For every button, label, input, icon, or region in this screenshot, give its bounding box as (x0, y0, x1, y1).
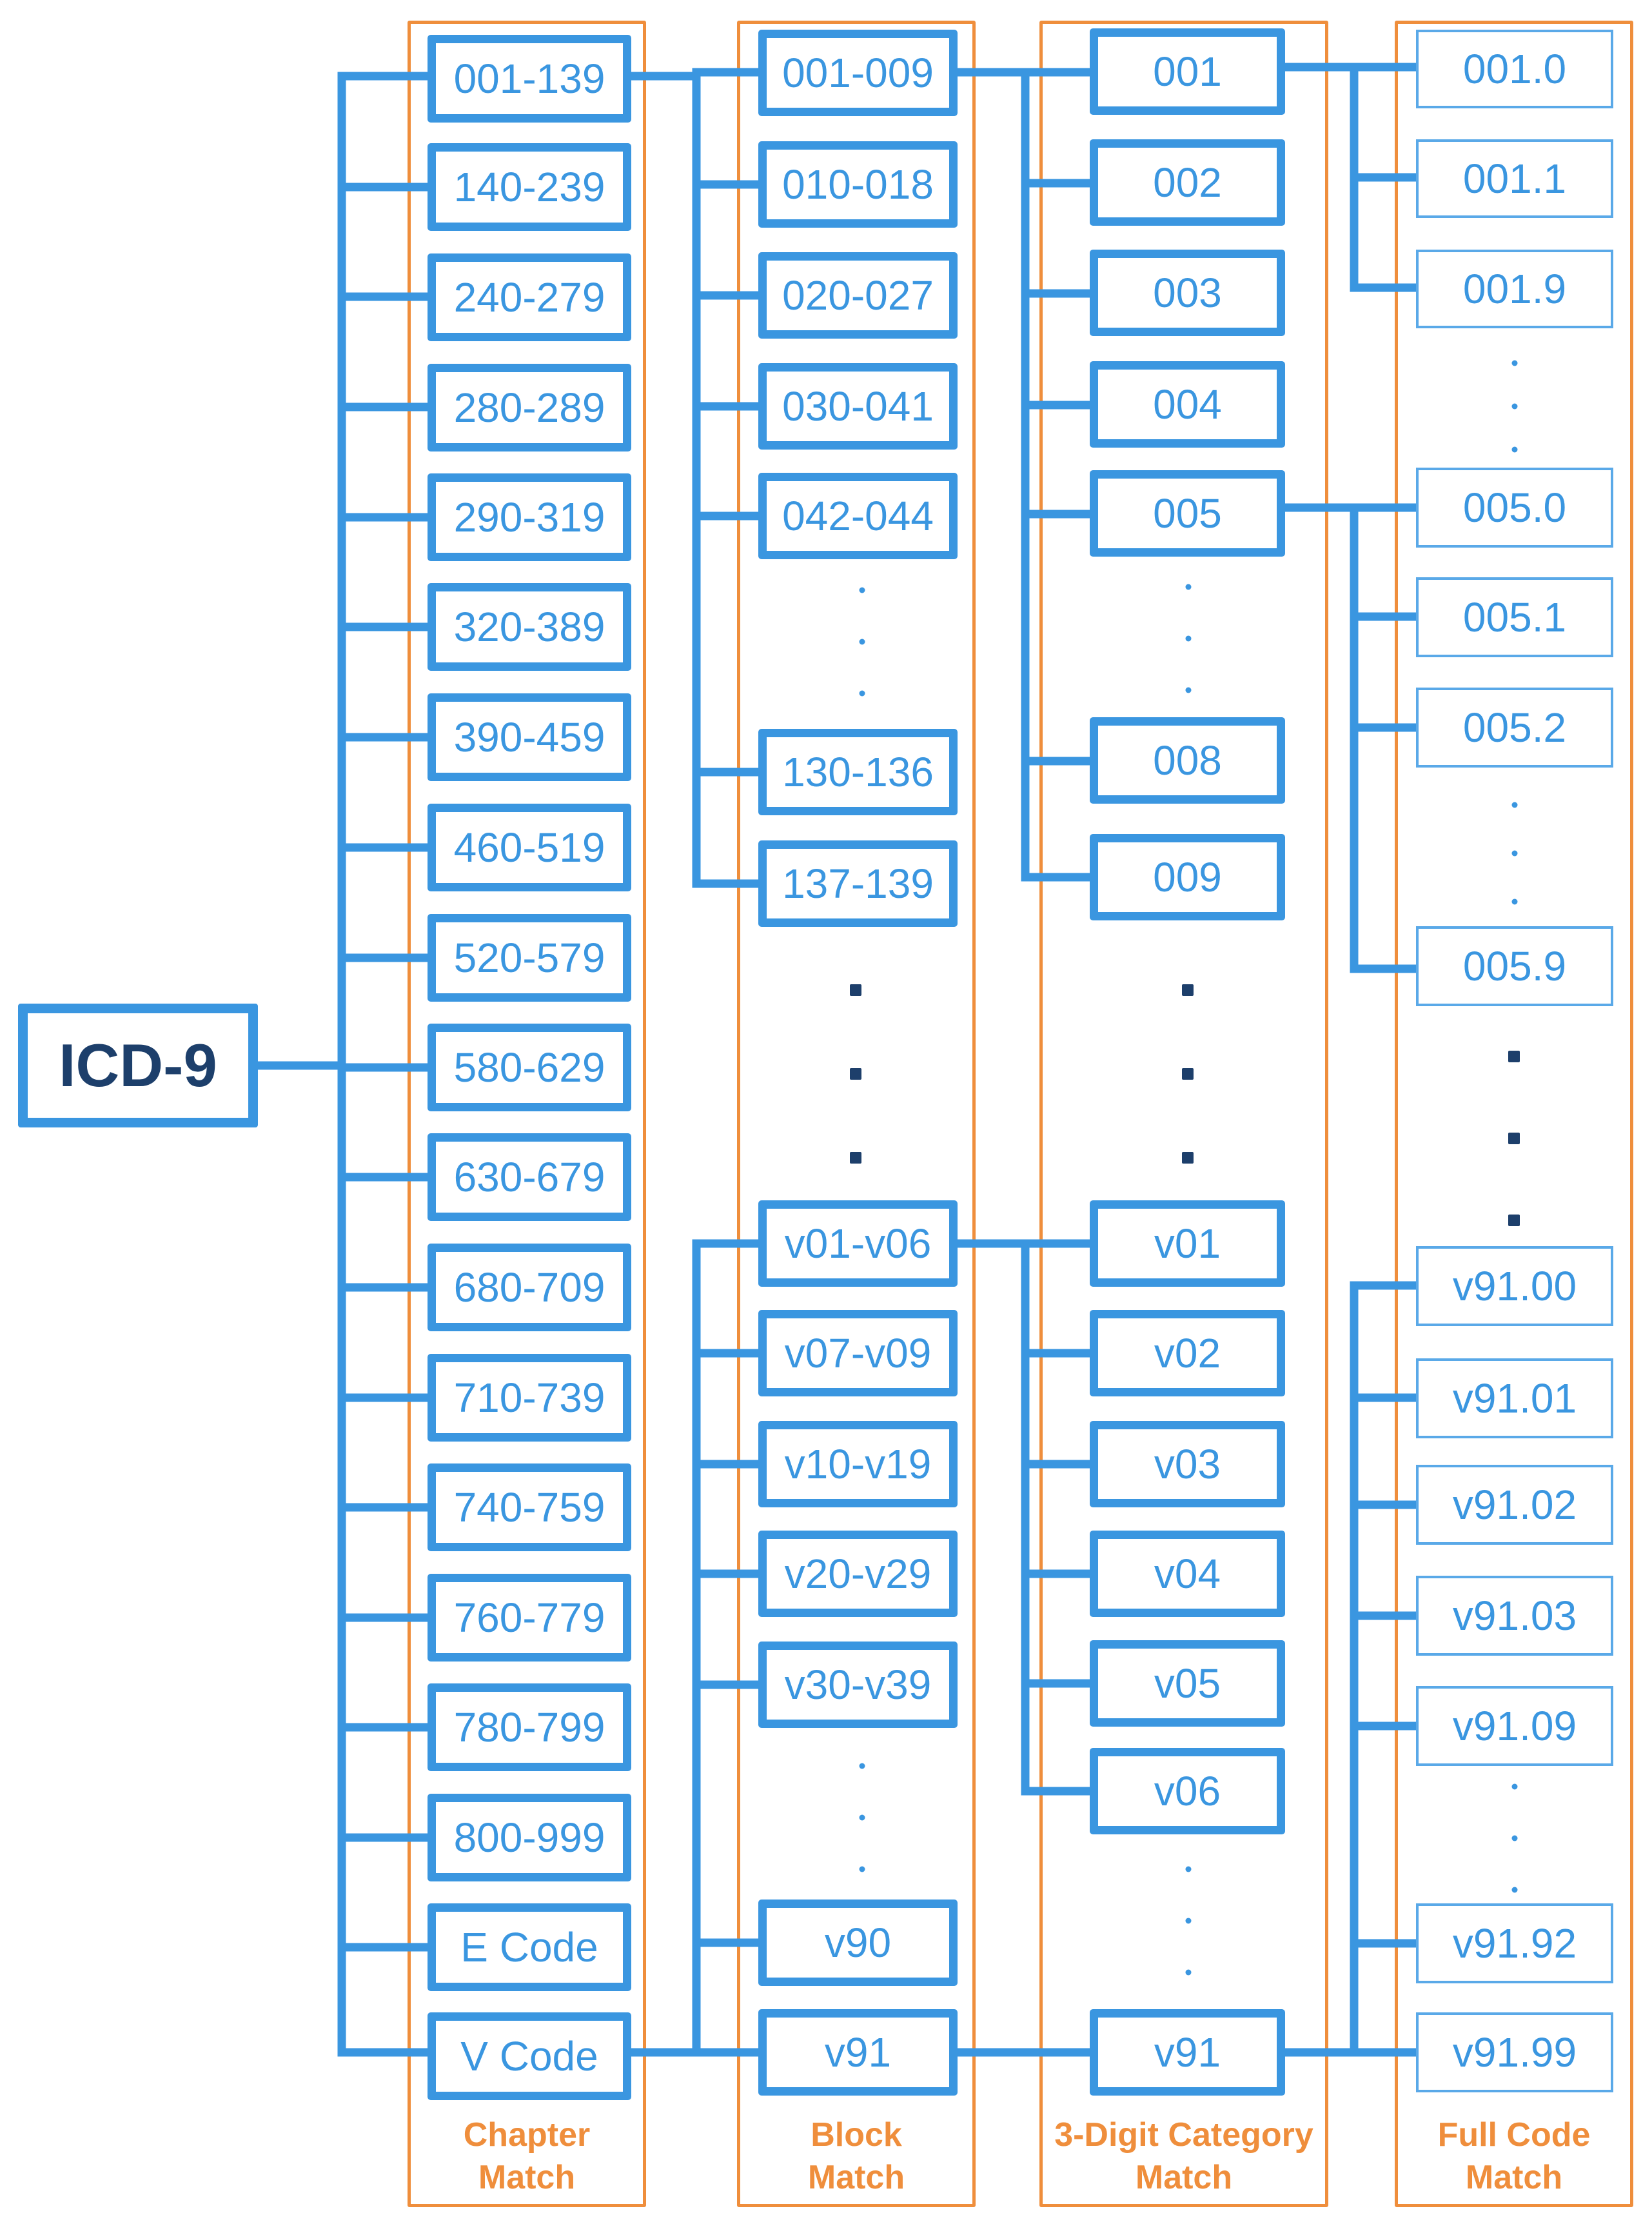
chapter-node: 390-459 (428, 693, 631, 781)
chapter-node: 240-279 (428, 253, 631, 341)
block-node: 020-027 (758, 252, 958, 339)
chapter-node: 710-739 (428, 1354, 631, 1442)
full-code-match-column: Full Code Match (1395, 21, 1633, 2207)
full-code-node: 005.2 (1416, 688, 1613, 768)
block-node: 001-009 (758, 30, 958, 116)
chapter-node: 680-709 (428, 1244, 631, 1331)
category-match-column: 3-Digit Category Match (1039, 21, 1328, 2207)
chapter-node: V Code (428, 2012, 631, 2100)
category-node: v06 (1090, 1748, 1285, 1834)
chapter-node: 780-799 (428, 1683, 631, 1771)
chapter-match-column: Chapter Match (408, 21, 646, 2207)
category-node: 004 (1090, 361, 1285, 448)
full-code-node: v91.92 (1416, 1903, 1613, 1983)
category-node: 001 (1090, 28, 1285, 115)
chapter-node: 140-239 (428, 143, 631, 231)
category-node: 008 (1090, 717, 1285, 804)
block-node: 030-041 (758, 363, 958, 450)
block-node: v10-v19 (758, 1421, 958, 1507)
block-node: 130-136 (758, 729, 958, 815)
full-code-node: 001.1 (1416, 139, 1613, 218)
chapter-node: 740-759 (428, 1463, 631, 1551)
chapter-node: 520-579 (428, 914, 631, 1002)
block-node: v90 (758, 1900, 958, 1986)
full-code-node: 005.0 (1416, 468, 1613, 548)
category-node: v02 (1090, 1310, 1285, 1396)
chapter-match-label: Chapter Match (463, 2116, 591, 2196)
chapter-node: E Code (428, 1903, 631, 1991)
full-code-node: v91.02 (1416, 1465, 1613, 1545)
block-match-column: Block Match (737, 21, 976, 2207)
block-node: v20-v29 (758, 1531, 958, 1617)
block-node: 010-018 (758, 141, 958, 228)
category-node: 003 (1090, 250, 1285, 336)
full-code-match-label: Full Code Match (1437, 2116, 1591, 2196)
chapter-node: 460-519 (428, 804, 631, 891)
full-code-node: v91.03 (1416, 1576, 1613, 1656)
block-node: v01-v06 (758, 1200, 958, 1287)
full-code-node: 001.9 (1416, 250, 1613, 328)
full-code-node: 005.9 (1416, 926, 1613, 1006)
block-node: v30-v39 (758, 1642, 958, 1728)
chapter-node: 001-139 (428, 35, 631, 123)
chapter-node: 630-679 (428, 1133, 631, 1221)
full-code-node: 005.1 (1416, 577, 1613, 657)
category-node: v91 (1090, 2009, 1285, 2096)
category-node: 002 (1090, 139, 1285, 226)
full-code-node: v91.99 (1416, 2012, 1613, 2092)
block-node: v91 (758, 2009, 958, 2096)
full-code-node: 001.0 (1416, 30, 1613, 108)
chapter-node: 280-289 (428, 364, 631, 451)
full-code-node: v91.01 (1416, 1358, 1613, 1438)
icd9-root-node: ICD-9 (18, 1004, 258, 1127)
category-node: 005 (1090, 470, 1285, 557)
category-node: v05 (1090, 1640, 1285, 1727)
block-match-label: Block Match (807, 2116, 905, 2196)
chapter-node: 320-389 (428, 583, 631, 671)
full-code-node: v91.00 (1416, 1246, 1613, 1326)
chapter-node: 760-779 (428, 1574, 631, 1662)
category-node: v03 (1090, 1421, 1285, 1507)
full-code-node: v91.09 (1416, 1686, 1613, 1766)
block-node: 042-044 (758, 473, 958, 559)
category-node: 009 (1090, 834, 1285, 920)
chapter-node: 580-629 (428, 1024, 631, 1111)
category-node: v04 (1090, 1531, 1285, 1617)
chapter-node: 800-999 (428, 1794, 631, 1881)
block-node: v07-v09 (758, 1310, 958, 1396)
category-node: v01 (1090, 1200, 1285, 1287)
chapter-node: 290-319 (428, 473, 631, 561)
block-node: 137-139 (758, 840, 958, 927)
category-match-label: 3-Digit Category Match (1054, 2116, 1313, 2196)
